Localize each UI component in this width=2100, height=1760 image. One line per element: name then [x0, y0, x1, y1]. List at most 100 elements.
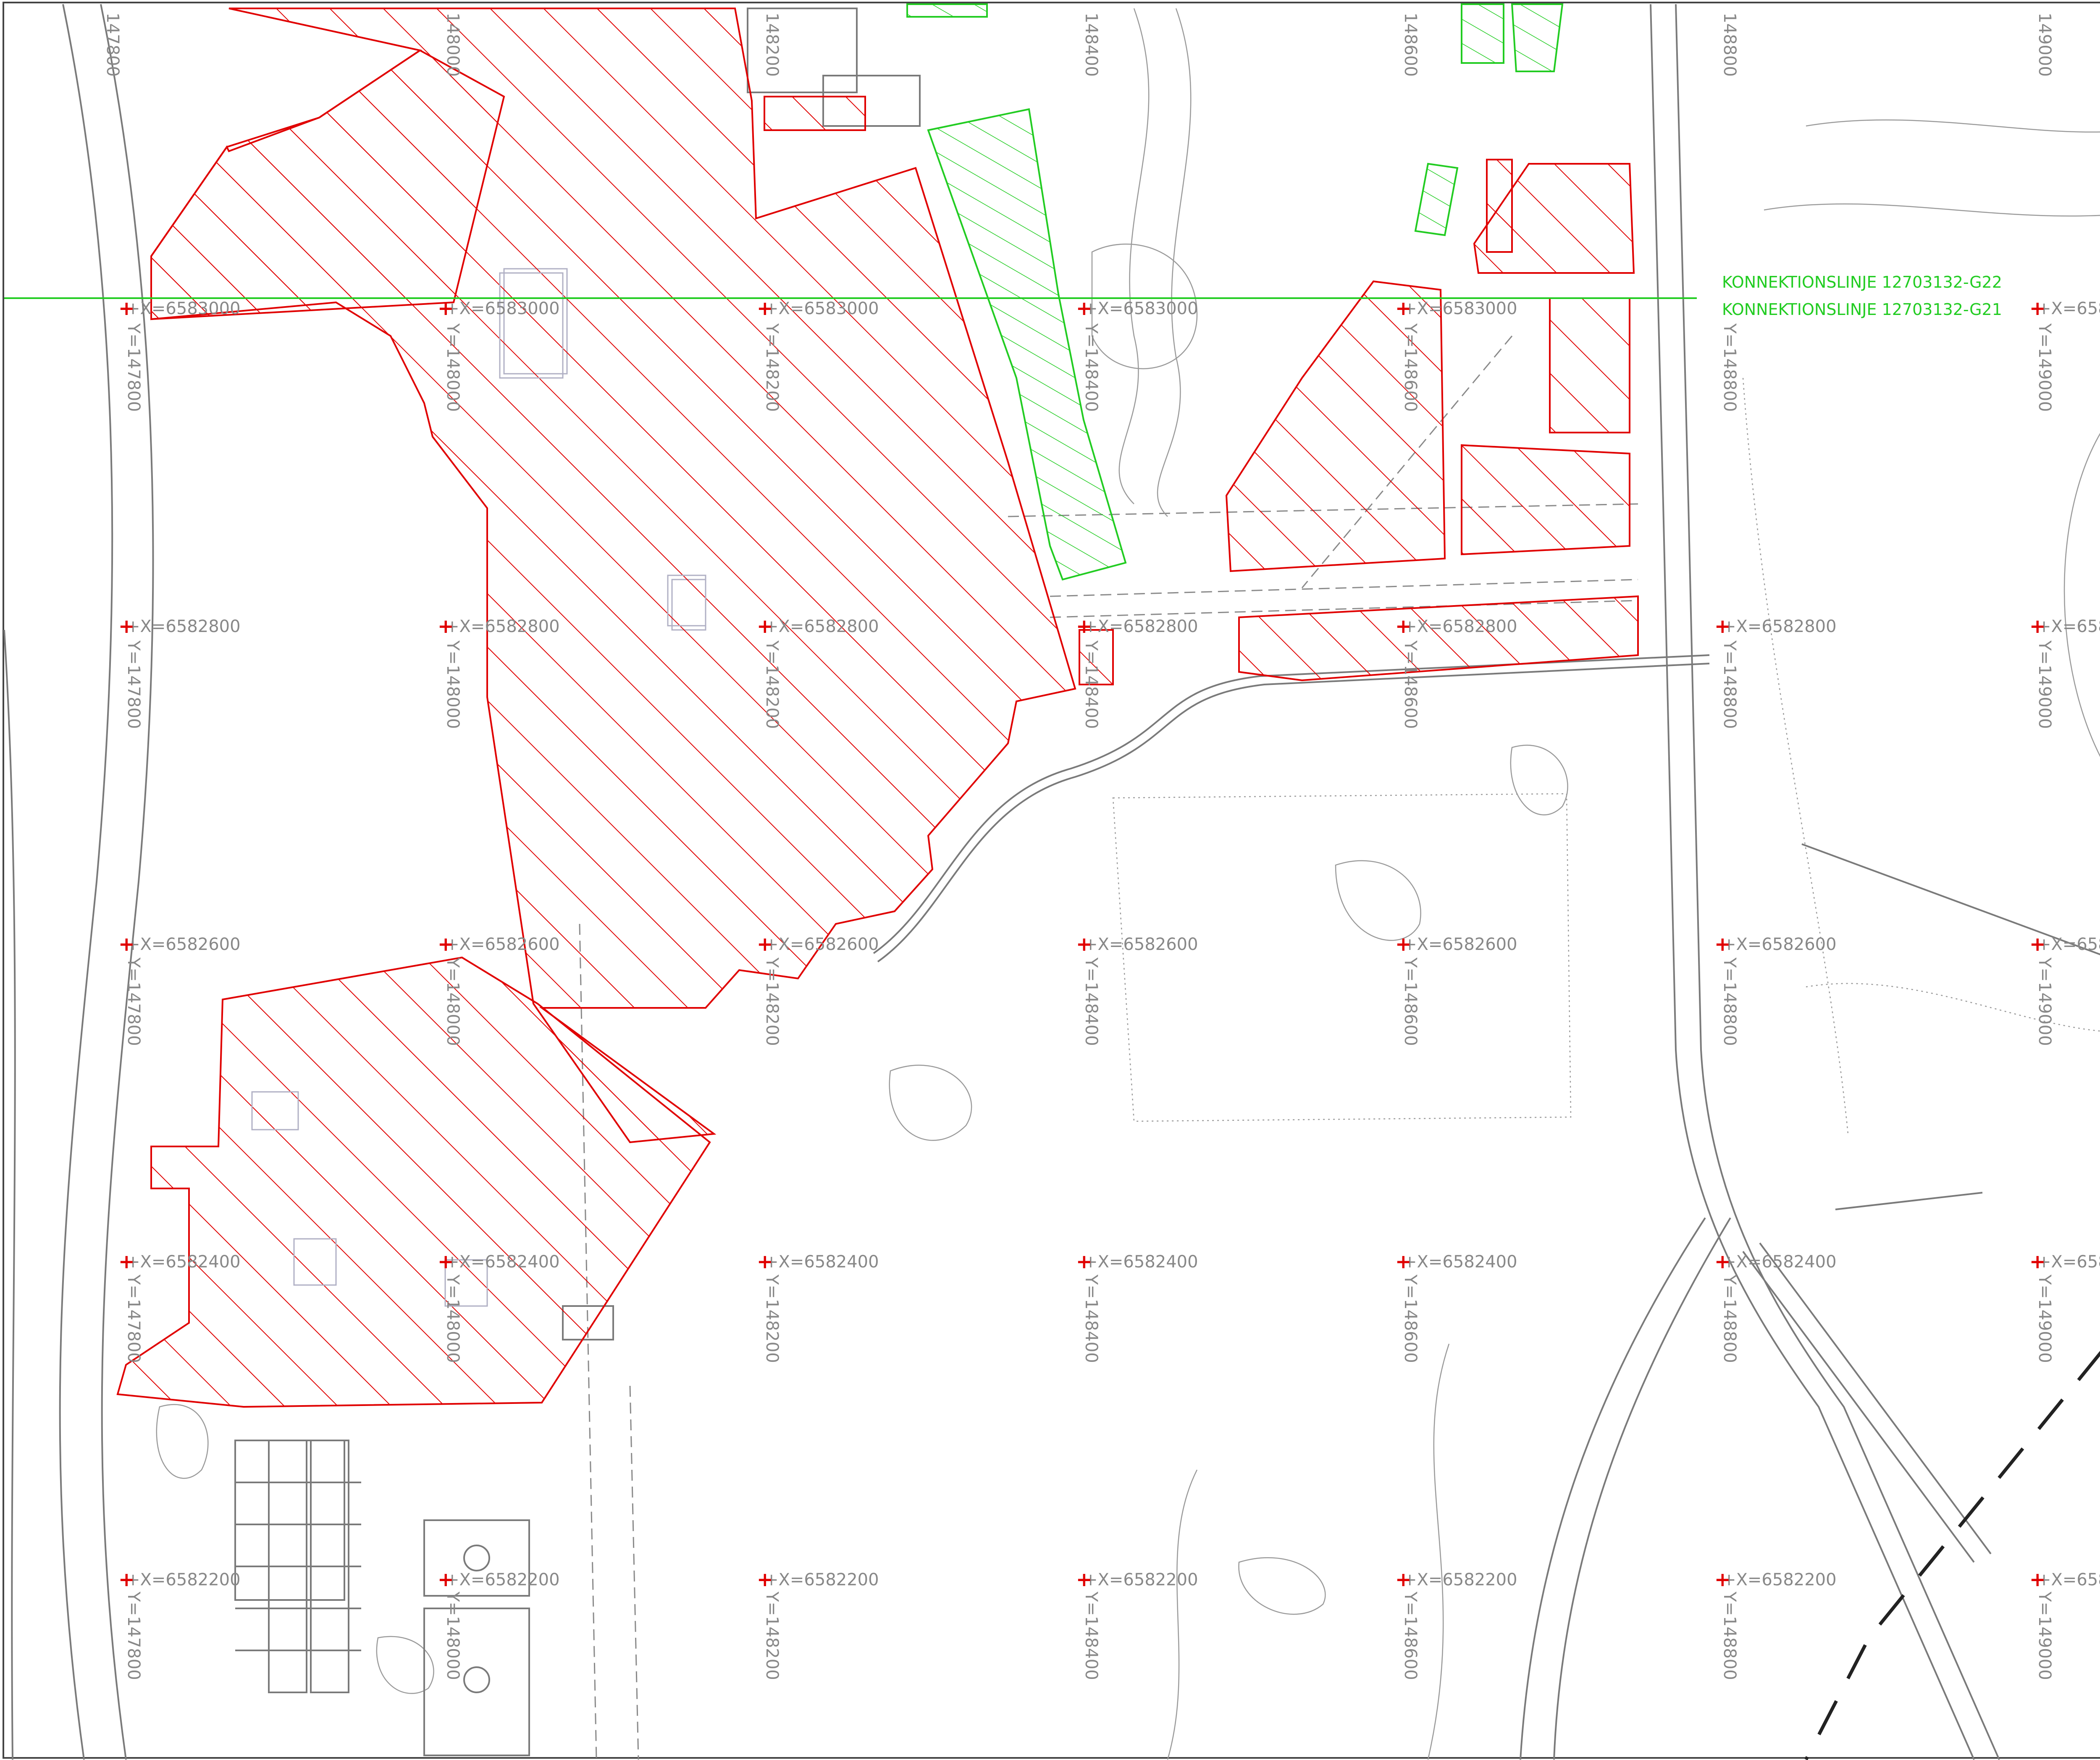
svg-text:+: + [757, 1568, 773, 1591]
sports-field [423, 1519, 530, 1756]
grid-x-label: +X=6582600 [1403, 935, 1517, 954]
grid-x-label: +X=6582800 [126, 617, 241, 636]
grid-x-label: +X=6582600 [126, 935, 241, 954]
red-zone-small [764, 96, 1513, 685]
grid-x-labels: +X=6583000 +X=6583000 +X=6583000 +X=6583… [126, 299, 2100, 1590]
parking-grid [234, 1440, 361, 1693]
grid-x-label: +X=6583000 [445, 299, 560, 318]
red-zone-southwest [116, 956, 711, 1408]
svg-text:+: + [1076, 1250, 1092, 1273]
grid-y-label: Y=148000 [443, 323, 462, 412]
green-zone [906, 3, 1564, 581]
top-edge-labels: 147800 148000 148200 148400 148600 14880… [103, 13, 2054, 77]
svg-text:+: + [2029, 297, 2046, 320]
grid-x-label: +X=6582400 [1084, 1252, 1198, 1272]
grid-y-label: Y=148200 [762, 1274, 782, 1363]
svg-text:+: + [757, 933, 773, 955]
grid-y-label: Y=147800 [124, 1274, 143, 1363]
grid-x-label: +X=6582800 [1084, 617, 1198, 636]
grid-y-label: Y=148600 [1401, 640, 1420, 729]
grid-x-label: +X=6582400 [1403, 1252, 1517, 1272]
top-edge-label: 148800 [1720, 13, 1739, 77]
svg-text:+: + [1076, 1568, 1092, 1591]
grid-y-label: Y=148200 [762, 957, 782, 1046]
svg-text:+: + [2029, 1250, 2046, 1273]
dashed-highway [1804, 1351, 2100, 1760]
grid-y-label: Y=148200 [762, 640, 782, 729]
red-zone-east-4 [1461, 444, 1630, 556]
top-edge-label: 147800 [103, 13, 122, 77]
grid-x-label: +X=6582400 [764, 1252, 879, 1272]
svg-text:+: + [2029, 933, 2046, 955]
grid-x-label: +X=6582600 [1084, 935, 1198, 954]
grid-y-label: Y=148600 [1401, 1591, 1420, 1680]
top-edge-label: 149000 [2035, 13, 2054, 77]
grid-x-label: +X=6582600 [2037, 935, 2100, 954]
svg-text:+: + [118, 1250, 135, 1273]
grid-y-label: Y=149000 [2035, 1591, 2054, 1680]
contour-lines [156, 8, 2100, 1760]
svg-text:+: + [1714, 1250, 1731, 1273]
svg-text:+: + [1395, 933, 1412, 955]
grid-x-label: +X=6582200 [445, 1570, 560, 1590]
svg-text:+: + [438, 1568, 454, 1591]
connection-label-g21: KONNEKTIONSLINJE 12703132-G21 [1722, 300, 2002, 319]
svg-text:+: + [1714, 933, 1731, 955]
svg-text:+: + [1714, 615, 1731, 637]
red-zone-east-2 [1473, 163, 1635, 274]
svg-text:+: + [1395, 615, 1412, 637]
grid-y-label: Y=148000 [443, 640, 462, 729]
grid-y-label: Y=149000 [2035, 640, 2054, 729]
svg-text:+: + [1076, 615, 1092, 637]
svg-text:+: + [438, 297, 454, 320]
access-road [873, 654, 1710, 963]
map-frame [3, 2, 2100, 1759]
grid-x-label: +X=6582600 [764, 935, 879, 954]
grid-x-label: +X=6582400 [126, 1252, 241, 1272]
grid-x-label: +X=6583000 [126, 299, 241, 318]
grid-x-label: +X=6582400 [2037, 1252, 2100, 1272]
grid-y-label: Y=148800 [1720, 957, 1739, 1046]
grid-x-label: +X=6582200 [1084, 1570, 1198, 1590]
grid-x-label: +X=6582800 [1403, 617, 1517, 636]
svg-text:+: + [2029, 1568, 2046, 1591]
grid-y-label: Y=147800 [124, 1591, 143, 1680]
grid-cross-icon: ++++++ +++++++ +++++++ +++++++ +++++++ [118, 297, 2046, 1591]
grid-y-label: Y=148800 [1720, 323, 1739, 412]
red-zone-east-1 [1225, 280, 1446, 572]
grid-x-label: +X=6583000 [2037, 299, 2100, 318]
grid-x-label: +X=6582800 [2037, 617, 2100, 636]
red-zone-east-5 [1238, 595, 1639, 682]
grid-x-label: +X=6583000 [1403, 299, 1517, 318]
svg-text:+: + [118, 933, 135, 955]
grid-y-label: Y=148200 [762, 1591, 782, 1680]
red-zone-upper-left [150, 49, 505, 320]
svg-text:+: + [1395, 1568, 1412, 1591]
svg-text:+: + [757, 297, 773, 320]
grid-y-label: Y=148400 [1082, 640, 1101, 729]
grid-y-label: Y=148400 [1082, 1591, 1101, 1680]
grid-x-label: +X=6583000 [764, 299, 879, 318]
grid-y-label: Y=148200 [762, 323, 782, 412]
svg-text:+: + [118, 615, 135, 637]
grid-y-label: Y=148400 [1082, 1274, 1101, 1363]
grid-y-label: Y=148600 [1401, 1274, 1420, 1363]
top-edge-label: 148600 [1401, 13, 1420, 77]
grid-y-label: Y=148800 [1720, 1591, 1739, 1680]
svg-text:+: + [438, 933, 454, 955]
svg-text:+: + [118, 297, 135, 320]
connection-label-g22: KONNEKTIONSLINJE 12703132-G22 [1722, 273, 2002, 291]
svg-text:+: + [757, 1250, 773, 1273]
grid-x-label: +X=6582200 [764, 1570, 879, 1590]
svg-text:+: + [1714, 1568, 1731, 1591]
svg-text:+: + [2029, 615, 2046, 637]
grid-y-label: Y=148600 [1401, 957, 1420, 1046]
top-edge-label: 148200 [762, 13, 782, 77]
grid-y-label: Y=148800 [1720, 640, 1739, 729]
svg-text:+: + [1076, 933, 1092, 955]
red-zone-east-3 [1549, 297, 1630, 433]
river [3, 4, 154, 1760]
grid-x-label: +X=6582200 [1403, 1570, 1517, 1590]
grid-x-label: +X=6582200 [126, 1570, 241, 1590]
